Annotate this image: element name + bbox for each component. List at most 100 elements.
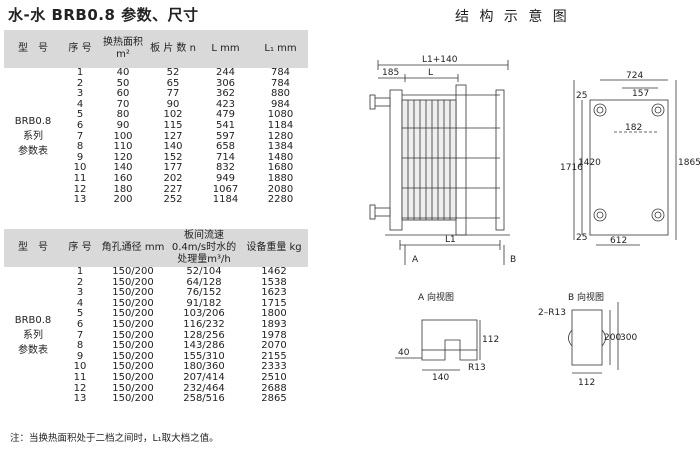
dim-a-140: 140 xyxy=(432,373,449,383)
view-b-label: B 向视图 xyxy=(568,291,604,303)
table1-cell: 10 xyxy=(73,162,87,174)
table2-cell: 150/200 xyxy=(112,297,154,309)
table2-cell: 150/200 xyxy=(112,350,154,362)
t1-header-L: L mm xyxy=(198,30,253,68)
view-a-label: A 向视图 xyxy=(418,291,454,303)
table1-cell: 1067 xyxy=(212,183,239,195)
table1-cell: 90 xyxy=(116,119,130,131)
table2-cell: 1893 xyxy=(261,318,287,330)
table2-cell: 2155 xyxy=(261,350,287,362)
parameter-table-1: 型 号 序 号 换热面积 m² 板 片 数 n L mm L₁ mm BRB0.… xyxy=(4,30,308,206)
dim-1716: 1716 xyxy=(560,163,583,173)
table2-cell: 8 xyxy=(76,340,84,352)
table2-cell: 1978 xyxy=(261,329,287,341)
table2-cell: 11 xyxy=(73,371,87,383)
table1-cell: 2 xyxy=(76,77,84,89)
table2-cell: 150/200 xyxy=(112,287,154,299)
dim-157: 157 xyxy=(632,89,649,99)
table2-cell: 150/200 xyxy=(112,393,154,405)
t1-header-L1: L₁ mm xyxy=(253,30,308,68)
table1-cell: 110 xyxy=(113,141,133,153)
table2-cell: 150/200 xyxy=(112,318,154,330)
structure-diagram: L1+140 185 L L1 A B 724 157 182 25 1716 … xyxy=(369,55,700,388)
table1-cell: 115 xyxy=(163,119,183,131)
table2-cell: 2510 xyxy=(261,371,287,383)
label-B: B xyxy=(510,255,516,265)
label-A: A xyxy=(412,255,419,265)
table2-cell: 116/232 xyxy=(183,318,225,330)
table1-cell: 90 xyxy=(166,98,180,110)
table2-cell: 232/464 xyxy=(183,382,225,394)
table2-cell: 2333 xyxy=(261,361,287,373)
table1-cell: 597 xyxy=(215,130,236,142)
table1-cell: 252 xyxy=(163,194,183,206)
table1-cell: 832 xyxy=(215,162,236,174)
table2-cell: 12 xyxy=(73,382,87,394)
table2-cell: 180/360 xyxy=(183,361,225,373)
dim-612: 612 xyxy=(610,236,627,246)
table2-cell: 150/200 xyxy=(112,308,154,320)
table2-cell: 103/206 xyxy=(183,308,225,320)
parameter-table-2: 型 号 序 号 角孔通径 mm 板间流速 0.4m/s时水的处理量m³/h 设备… xyxy=(4,229,308,405)
dim-25b: 25 xyxy=(576,233,587,243)
dim-a-40: 40 xyxy=(398,348,410,358)
table2-cell: 128/256 xyxy=(183,329,225,341)
t2-header-index: 序 号 xyxy=(62,229,98,267)
table1-cell: 7 xyxy=(76,130,84,142)
dim-1420: 1420 xyxy=(578,158,601,168)
table2-cell: 258/516 xyxy=(183,393,225,405)
table1-cell: 2280 xyxy=(267,194,294,206)
table1-cell: 11 xyxy=(73,172,87,184)
table2-cell: 1800 xyxy=(261,308,287,320)
dim-b-r13: 2–R13 xyxy=(538,308,566,318)
t2-header-weight: 设备重量 kg xyxy=(240,229,308,267)
table2-cell: 2865 xyxy=(261,393,287,405)
table1-cell: 70 xyxy=(116,98,130,110)
table1-cell: 50 xyxy=(116,77,130,89)
table2-model-line: BRB0.8 xyxy=(14,315,52,327)
t1-header-area: 换热面积 m² xyxy=(98,30,148,68)
table2-cell: 2 xyxy=(76,276,84,288)
table1-cell: 1280 xyxy=(267,130,294,142)
table1-cell: 423 xyxy=(215,98,236,110)
t2-header-flow: 板间流速 0.4m/s时水的处理量m³/h xyxy=(168,229,240,267)
table1-cell: 949 xyxy=(215,172,236,184)
dim-25: 25 xyxy=(576,91,587,101)
table1-cell: 541 xyxy=(215,119,236,131)
table2-cell: 1462 xyxy=(261,266,287,277)
dim-L1-140: L1+140 xyxy=(422,55,458,65)
t2-header-port: 角孔通径 mm xyxy=(98,229,168,267)
table2-cell: 76/152 xyxy=(186,287,222,299)
table1-cell: 120 xyxy=(113,151,133,163)
dim-b-200: 200 xyxy=(604,333,621,343)
diagram-title: 结 构 示 意 图 xyxy=(455,9,570,25)
table1-cell: 160 xyxy=(113,172,133,184)
table2-cell: 150/200 xyxy=(112,340,154,352)
table1-cell: 1680 xyxy=(267,162,294,174)
table-row: 7 100 127 597 1280 xyxy=(4,130,308,143)
table1-cell: 100 xyxy=(113,130,133,142)
table1-cell: 8 xyxy=(76,141,84,153)
table1-cell: 4 xyxy=(76,98,84,110)
table1-cell: 127 xyxy=(163,130,183,142)
table1-cell: 5 xyxy=(76,109,84,121)
table1-cell: 177 xyxy=(163,162,183,174)
dim-b-112: 112 xyxy=(578,378,595,388)
table1-cell: 102 xyxy=(163,109,183,121)
table1-cell: 200 xyxy=(113,194,133,206)
table1-model-line: BRB0.8 xyxy=(14,116,52,128)
